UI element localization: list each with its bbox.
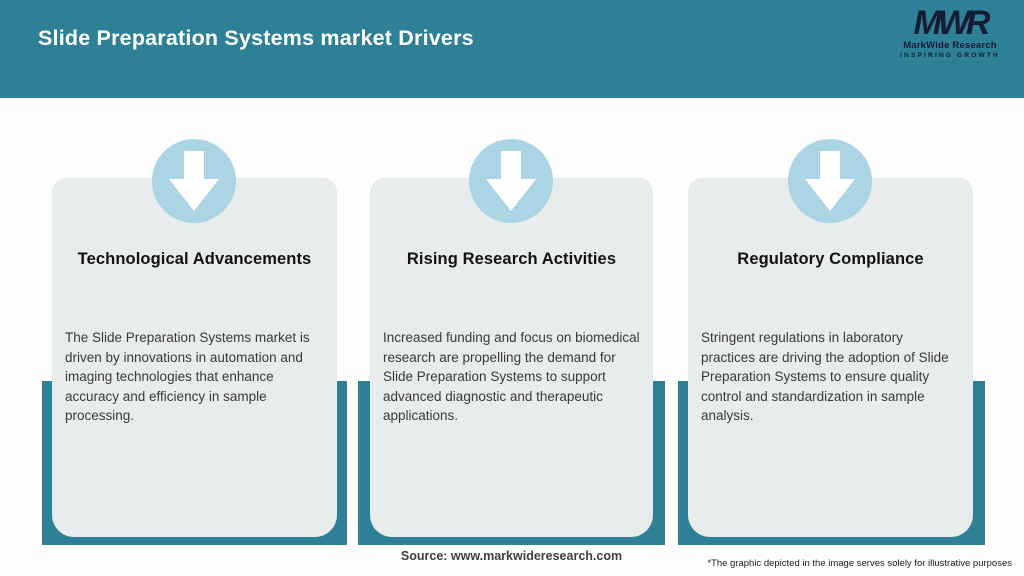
- card-description: The Slide Preparation Systems market is …: [65, 330, 310, 423]
- logo-tagline: INSPIRING GROWTH: [900, 52, 1000, 59]
- circle-badge: [152, 139, 236, 223]
- circle-badge: [788, 139, 872, 223]
- down-arrow-icon: [805, 151, 855, 211]
- disclaimer-text: *The graphic depicted in the image serve…: [707, 558, 1012, 569]
- markwide-research-logo: MWR MarkWide Research INSPIRING GROWTH: [890, 3, 1010, 59]
- logo-monogram: MWR: [913, 3, 991, 43]
- circle-badge: [469, 139, 553, 223]
- card-title: Technological Advancements: [77, 250, 312, 268]
- down-arrow-icon: [486, 151, 536, 211]
- driver-card-rising-research-activities: Rising Research Activities Increased fun…: [370, 178, 653, 537]
- logo-name: MarkWide Research: [903, 40, 997, 51]
- driver-card-regulatory-compliance: Regulatory Compliance Stringent regulati…: [688, 178, 973, 537]
- source-text: Source: www.markwideresearch.com: [400, 549, 623, 563]
- header-band: Slide Preparation Systems market Drivers…: [0, 0, 1024, 98]
- page-title: Slide Preparation Systems market Drivers: [38, 26, 474, 50]
- card-description: Stringent regulations in laboratory prac…: [701, 330, 949, 423]
- down-arrow-icon: [169, 151, 219, 211]
- driver-card-technological-advancements: Technological Advancements The Slide Pre…: [52, 178, 337, 537]
- card-description: Increased funding and focus on biomedica…: [383, 330, 640, 423]
- card-title: Regulatory Compliance: [737, 250, 924, 268]
- card-title: Rising Research Activities: [406, 250, 617, 268]
